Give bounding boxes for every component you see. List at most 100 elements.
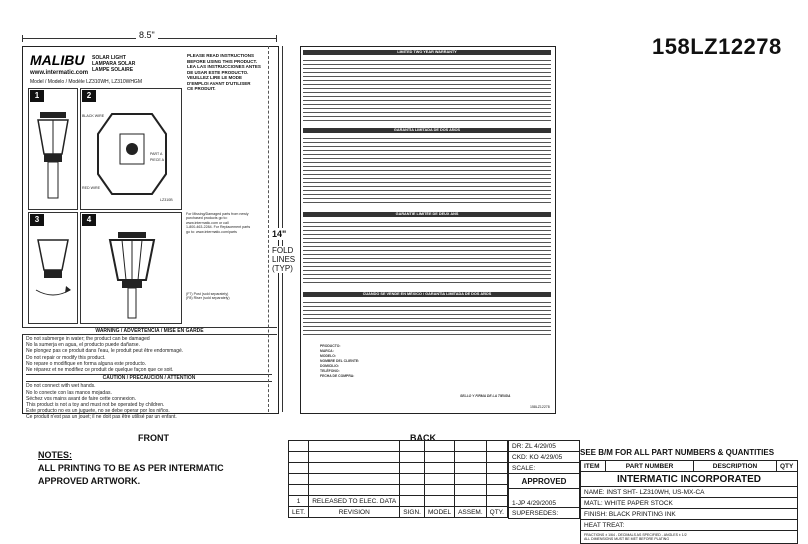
qty-col-header: QTY. bbox=[485, 506, 509, 518]
warranty-heading-fr: GARANTIE LIMITÉE DE DEUX ANS bbox=[303, 212, 551, 217]
part-number: 158LZ12278 bbox=[652, 34, 782, 59]
step-2-battery-illustration bbox=[97, 113, 167, 195]
replacement-line: www.intermatic.com or call bbox=[186, 220, 229, 225]
step-3-badge: 3 bbox=[30, 214, 44, 226]
width-dimension-label: 8.5" bbox=[136, 30, 158, 40]
replacement-line: 1-800-463-2284. For Replacement parts bbox=[186, 225, 251, 230]
fold-line bbox=[268, 46, 269, 412]
form-field: FECHA DE COMPRA: bbox=[320, 374, 355, 378]
warranty-heading-es: GARANTÍA LIMITADA DE DOS AÑOS bbox=[303, 128, 551, 133]
part-a-label: PART A bbox=[150, 152, 163, 156]
finish-row: FINISH: BLACK PRINTING INK bbox=[580, 508, 798, 520]
title-block-middle: DR: ZL 4/29/05 CKD: KO 4/29/05 SCALE: AP… bbox=[508, 440, 580, 519]
bom-note: SEE B/M FOR ALL PART NUMBERS & QUANTITIE… bbox=[580, 448, 775, 457]
warranty-text-es bbox=[303, 136, 551, 208]
revision-header: REVISION bbox=[308, 506, 401, 518]
form-field: MARCA: bbox=[320, 349, 334, 353]
warning-title: WARNING / ADVERTENCIA / MISE EN GARDE bbox=[22, 327, 277, 335]
part-code-f7: (F7) Post (sold separately) bbox=[186, 292, 229, 296]
height-dimension-label: 14" bbox=[272, 228, 287, 240]
drawn-by: DR: ZL 4/29/05 bbox=[508, 440, 580, 452]
step-3-panel bbox=[28, 212, 78, 324]
read-instructions-line: D'EMPLOI AVANT D'UTILISER bbox=[187, 80, 251, 86]
form-field: MODELO: bbox=[320, 354, 337, 358]
step-1-badge: 1 bbox=[30, 90, 44, 102]
step-1-panel bbox=[28, 88, 78, 210]
step-3-lamp-illustration bbox=[35, 239, 71, 296]
sign-header: SIGN. bbox=[399, 506, 425, 518]
front-label: FRONT bbox=[138, 433, 169, 443]
read-instructions-line: BEFORE USING THIS PRODUCT. bbox=[187, 58, 258, 64]
fold-lines-label: FOLD LINES (TYP) bbox=[272, 246, 296, 273]
caution-line: This product is not a toy and must not b… bbox=[26, 402, 165, 409]
title-block-right: ITEM PART NUMBER DESCRIPTION QTY INTERMA… bbox=[580, 460, 798, 544]
caution-title: CAUTION / PRECAUCIÓN / ATTENTION bbox=[26, 374, 272, 383]
fold-label-line: LINES bbox=[272, 255, 296, 264]
replacement-parts-text: For Missing/Damaged parts from newly pur… bbox=[186, 212, 266, 234]
warning-text: Do not submerge in water; the product ca… bbox=[26, 336, 272, 421]
form-field: NOMBRE DEL CLIENTE: bbox=[320, 359, 360, 363]
let-header: LET. bbox=[287, 506, 310, 518]
caution-line: Séchez vos mains avant de faire cette co… bbox=[26, 395, 137, 402]
warranty-text-mx bbox=[303, 300, 551, 340]
step-2-panel bbox=[80, 88, 182, 210]
part-code-f8: (F8) Riser (sold separately) bbox=[186, 296, 230, 301]
name-row: NAME: INST SHT- LZ310WH, US-MX-CA bbox=[580, 486, 798, 498]
back-label: BACK bbox=[410, 433, 436, 443]
warning-line: Ne plongez pas ce produit dans l'eau, le… bbox=[26, 348, 184, 355]
form-field: PRODUCTO: bbox=[320, 344, 341, 348]
form-field: DOMICILIO: bbox=[320, 364, 340, 368]
form-field: TELÉFONO: bbox=[320, 369, 340, 373]
notes-line: ALL PRINTING TO BE AS PER INTERMATIC bbox=[38, 463, 224, 473]
product-title: SOLAR LIGHT LAMPARA SOLAR LAMPE SOLAIRE bbox=[92, 55, 135, 73]
back-sku: 158LZ12278 bbox=[530, 405, 550, 409]
warranty-text-en bbox=[303, 58, 551, 126]
read-instructions-line: LEA LAS INSTRUCCIONES ANTES bbox=[187, 64, 261, 69]
read-instructions-line: PLEASE READ INSTRUCTIONS bbox=[187, 53, 255, 58]
replacement-line: purchased products go to: bbox=[186, 216, 228, 221]
step-2-badge: 2 bbox=[82, 90, 96, 102]
step-1-lamp-illustration bbox=[37, 112, 69, 199]
item-header: ITEM bbox=[580, 460, 606, 472]
read-instructions-line: CE PRODUIT. bbox=[187, 86, 216, 91]
revision-letter: 1 bbox=[287, 495, 310, 507]
read-instructions-line: DE USAR ESTE PRODUCTO. bbox=[187, 69, 249, 75]
caution-line: Este producto no es un juguete, no se de… bbox=[26, 408, 170, 415]
checked-by: CKD: KO 4/29/05 bbox=[508, 451, 580, 463]
step-4-lamp-illustration bbox=[108, 232, 156, 319]
black-wire-label: BLACK WIRE bbox=[82, 114, 105, 118]
heat-treat-row: HEAT TREAT: bbox=[580, 519, 798, 531]
step-4-panel bbox=[80, 212, 182, 324]
company-name: INTERMATIC INCORPORATED bbox=[580, 471, 798, 487]
warranty-heading-en: LIMITED TWO YEAR WARRANTY bbox=[303, 50, 551, 55]
dimension-line: ALL DIMENSIONS MUST BE MET BEFORE PLATIN… bbox=[584, 537, 670, 541]
warranty-text-fr bbox=[303, 220, 551, 290]
revision-block: 1 RELEASED TO ELEC. DATA LET. REVISION S… bbox=[287, 440, 509, 518]
fold-label-line: (TYP) bbox=[272, 264, 293, 273]
caution-line: No lo conecte con las manos mojadas. bbox=[26, 389, 112, 396]
scale: SCALE: bbox=[508, 462, 580, 474]
product-title-es: LAMPARA SOLAR bbox=[92, 61, 136, 67]
read-instructions-line: VEUILLEZ LIRE LE MODE bbox=[187, 75, 243, 80]
approved-stamp: APPROVED bbox=[508, 473, 580, 489]
description-header: DESCRIPTION bbox=[693, 460, 777, 472]
read-instructions: PLEASE READ INSTRUCTIONS BEFORE USING TH… bbox=[187, 53, 267, 92]
front-model: Model / Modelo / Modèle LZ310WH, LZ310WH… bbox=[30, 79, 142, 85]
warranty-form: PRODUCTO: MARCA: MODELO: NOMBRE DEL CLIE… bbox=[320, 344, 359, 379]
fold-label-line: FOLD bbox=[272, 246, 294, 255]
warning-line: Do not submerge in water; the product ca… bbox=[26, 336, 150, 342]
piece-a-label: PIECE A bbox=[150, 158, 164, 162]
caution-line: Do not connect with wet hands. bbox=[26, 383, 96, 390]
warning-line: No la sumerja en agua, el producto puede… bbox=[26, 342, 140, 349]
warning-line: No repare o modifique en forma alguna es… bbox=[26, 360, 147, 367]
warning-line: Do not repair or modify this product. bbox=[26, 354, 106, 361]
part-number-header: PART NUMBER bbox=[604, 460, 695, 472]
notes-line: APPROVED ARTWORK. bbox=[38, 476, 141, 486]
notes: NOTES: ALL PRINTING TO BE AS PER INTERMA… bbox=[38, 449, 224, 488]
revision-text: RELEASED TO ELEC. DATA bbox=[308, 495, 401, 507]
step-4-badge: 4 bbox=[82, 214, 96, 226]
matl-row: MATL: WHITE PAPER STOCK bbox=[580, 497, 798, 509]
qty-header: QTY bbox=[776, 460, 798, 472]
front-url: www.intermatic.com bbox=[30, 70, 89, 76]
replacement-line: go to: www.intermatic.com/parts bbox=[186, 229, 237, 234]
